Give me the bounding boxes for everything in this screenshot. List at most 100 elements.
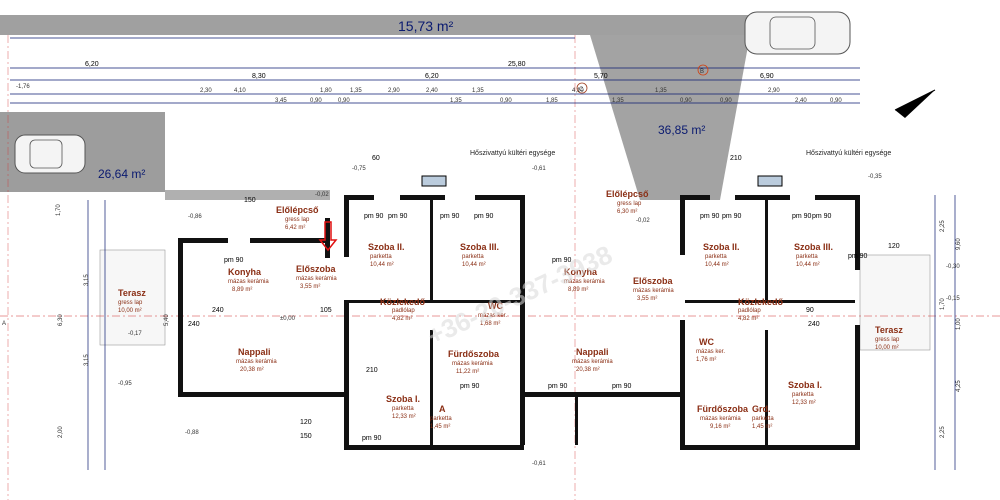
svg-text:Előlépcső: Előlépcső xyxy=(606,189,649,199)
svg-text:gress lap: gress lap xyxy=(285,217,310,223)
side-right-5: 2,25 xyxy=(940,426,946,438)
side-right-1: 9,60 xyxy=(956,238,962,250)
side-left-2: 5,40 xyxy=(164,314,170,326)
svg-text:padlólap: padlólap xyxy=(738,308,761,314)
opening-4: 150 xyxy=(244,197,256,204)
pm-label-2: pm 90 xyxy=(388,213,408,220)
terrace-left xyxy=(99,249,166,346)
dim-r2-7: 1,85 xyxy=(546,98,558,104)
svg-text:mázas kerámia: mázas kerámia xyxy=(572,359,613,365)
opening-3: 210 xyxy=(366,367,378,374)
svg-text:10,44 m²: 10,44 m² xyxy=(462,262,486,268)
svg-text:12,33 m²: 12,33 m² xyxy=(792,400,816,406)
svg-text:Szoba III.: Szoba III. xyxy=(794,242,833,252)
svg-text:gress lap: gress lap xyxy=(617,201,642,207)
room-grd-right: Grd. parketta 1,45 m² xyxy=(752,404,774,430)
svg-text:1,76 m²: 1,76 m² xyxy=(696,357,716,363)
svg-text:WC: WC xyxy=(699,337,714,347)
door-labels: pm 90 pm 90 pm 90 pm 90 pm 90 pm 90 pm 9… xyxy=(188,155,900,442)
svg-text:8,89 m²: 8,89 m² xyxy=(568,287,588,293)
svg-text:1,45 m²: 1,45 m² xyxy=(752,424,772,430)
ext-dim-1: 6,20 xyxy=(85,61,99,68)
svg-text:gress lap: gress lap xyxy=(875,337,900,343)
terrace-right xyxy=(859,254,931,351)
svg-text:mázas ker.: mázas ker. xyxy=(696,349,725,355)
north-arrow-icon xyxy=(894,89,936,118)
dim-r2-1: 4,10 xyxy=(234,88,246,94)
dim-r2-5: 2,40 xyxy=(426,88,438,94)
svg-text:parketta: parketta xyxy=(752,416,774,422)
svg-text:4,82 m²: 4,82 m² xyxy=(738,316,758,322)
ext-dim-5: 5,70 xyxy=(594,73,608,80)
room-konyha-right: Konyha mázas kerámia 8,89 m² xyxy=(564,267,605,293)
svg-text:mázas kerámia: mázas kerámia xyxy=(452,361,493,367)
side-left-4: 3,15 xyxy=(84,354,90,366)
opening-5: 105 xyxy=(320,307,332,314)
side-dimensions-right: 2,25 9,60 1,70 1,00 4,25 2,25 xyxy=(940,220,962,438)
pm-label-14: pm 90 xyxy=(362,435,382,442)
level-3: -0,35 xyxy=(868,174,882,180)
ext-dim-4: 25,80 xyxy=(508,61,526,68)
pm-label-7: pm 90 xyxy=(612,383,632,390)
svg-text:Előszoba: Előszoba xyxy=(296,264,337,274)
svg-text:1,68 m²: 1,68 m² xyxy=(480,321,500,327)
level-12: -0,30 xyxy=(946,264,960,270)
opening-1: 240 xyxy=(188,321,200,328)
opening-6: 120 xyxy=(300,419,312,426)
ext-dim-6: 6,90 xyxy=(760,73,774,80)
svg-text:parketta: parketta xyxy=(370,254,392,260)
level-9: -0,61 xyxy=(532,461,546,467)
svg-text:Konyha: Konyha xyxy=(564,267,598,277)
pm-label-13: pm 90 xyxy=(848,253,868,260)
svg-text:Közlekedő: Közlekedő xyxy=(380,297,426,307)
opening-7: 150 xyxy=(300,433,312,440)
pm-label-10: pm 90 xyxy=(722,213,742,220)
side-left-0: 1,70 xyxy=(56,204,62,216)
phone-watermark: +36-20-337-3938 xyxy=(423,239,617,351)
dim-r3-4: 0,90 xyxy=(500,98,512,104)
svg-text:parketta: parketta xyxy=(796,254,818,260)
dim-r2-11: 2,90 xyxy=(768,88,780,94)
svg-text:Nappali: Nappali xyxy=(238,347,271,357)
level-6: -0,17 xyxy=(128,331,142,337)
pm-label-8: pm 90 xyxy=(552,257,572,264)
heat-pump-note-left: Hőszivattyú kültéri egysége xyxy=(470,150,555,157)
opening-0: 240 xyxy=(212,307,224,314)
level-5: -0,02 xyxy=(315,192,329,198)
svg-text:6,30 m²: 6,30 m² xyxy=(617,209,637,215)
dim-r3-1: 0,90 xyxy=(310,98,322,104)
parking-right xyxy=(590,35,750,200)
pm-label-0: pm 90 xyxy=(224,257,244,264)
svg-text:Grd.: Grd. xyxy=(752,404,771,414)
svg-text:3,55 m²: 3,55 m² xyxy=(637,296,657,302)
svg-text:mázas kerámia: mázas kerámia xyxy=(564,279,605,285)
svg-text:gress lap: gress lap xyxy=(118,300,143,306)
svg-text:Szoba III.: Szoba III. xyxy=(460,242,499,252)
svg-text:10,00 m²: 10,00 m² xyxy=(118,308,142,314)
side-left-1: 3,15 xyxy=(84,274,90,286)
svg-text:Fürdőszoba: Fürdőszoba xyxy=(697,404,749,414)
dim-r3-0: 3,45 xyxy=(275,98,287,104)
svg-text:8,89 m²: 8,89 m² xyxy=(232,287,252,293)
road-strip xyxy=(0,15,750,35)
grid-letter-b: B xyxy=(700,69,704,75)
side-right-4: 4,25 xyxy=(956,380,962,392)
side-left-3: 6,30 xyxy=(58,314,64,326)
opening-8: 120 xyxy=(888,243,900,250)
svg-text:12,33 m²: 12,33 m² xyxy=(392,414,416,420)
svg-text:Fürdőszoba: Fürdőszoba xyxy=(448,349,500,359)
heat-pump-right xyxy=(757,175,783,187)
opening-11: 210 xyxy=(730,155,742,162)
paved-left-strip xyxy=(165,190,330,200)
svg-text:1,45 m²: 1,45 m² xyxy=(430,424,450,430)
svg-text:Előszoba: Előszoba xyxy=(633,276,674,286)
